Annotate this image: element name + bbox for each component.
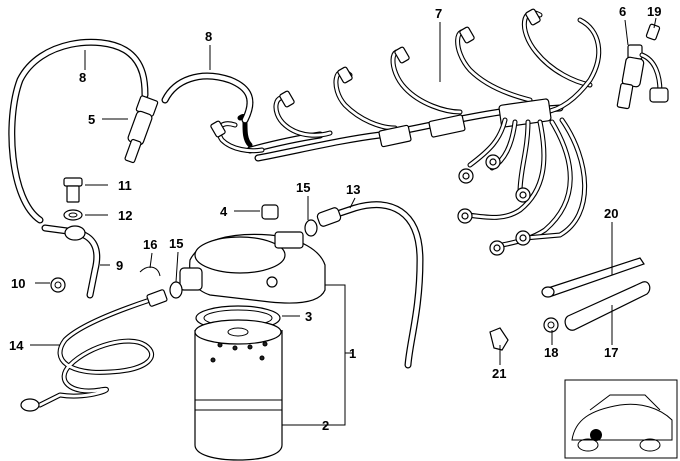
filter-cartridge xyxy=(194,319,283,461)
hollow-bolt xyxy=(63,177,83,203)
fuel-line-banjo xyxy=(41,224,101,299)
clip-16 xyxy=(139,266,161,277)
leak-off-hose-left xyxy=(8,38,149,224)
injector-right xyxy=(616,44,669,110)
callout-8-left: 8 xyxy=(79,70,86,85)
callout-4: 4 xyxy=(220,204,228,219)
clamp-18 xyxy=(543,317,559,333)
callout-17: 17 xyxy=(604,345,618,360)
location-marker xyxy=(590,429,602,441)
callout-10: 10 xyxy=(11,276,25,291)
callout-5: 5 xyxy=(88,112,95,127)
seal-ring-15-left xyxy=(169,281,183,299)
fuel-filter-housing xyxy=(179,204,326,304)
protective-sleeve xyxy=(564,281,651,331)
callout-9: 9 xyxy=(116,258,123,273)
callout-labels: 1 2 3 4 5 6 7 8 8 9 10 11 12 13 14 15 15… xyxy=(9,4,661,433)
callout-3: 3 xyxy=(305,309,312,324)
injection-line-harness xyxy=(210,8,602,256)
callout-12: 12 xyxy=(118,208,132,223)
fuel-line-coil xyxy=(20,289,168,412)
callout-18: 18 xyxy=(544,345,558,360)
callout-11: 11 xyxy=(118,178,132,193)
callout-1: 1 xyxy=(349,346,356,361)
callout-2: 2 xyxy=(322,418,329,433)
callout-21: 21 xyxy=(492,366,506,381)
seal-ring xyxy=(63,209,83,221)
leak-off-hose-middle xyxy=(161,72,254,124)
bleed-screw xyxy=(645,23,661,41)
callout-15-left: 15 xyxy=(169,236,183,251)
callout-8-middle: 8 xyxy=(205,29,212,44)
leader-lines xyxy=(30,17,657,426)
fuel-hose-13 xyxy=(304,201,424,369)
hose-clamp-10 xyxy=(50,277,66,293)
callout-6: 6 xyxy=(619,4,626,19)
callout-16: 16 xyxy=(143,237,157,252)
cable-tie xyxy=(541,257,645,298)
callout-20: 20 xyxy=(604,206,618,221)
callout-15-right: 15 xyxy=(296,180,310,195)
callout-14: 14 xyxy=(9,338,24,353)
holder-21 xyxy=(489,327,509,351)
injector-left xyxy=(124,95,159,164)
callout-19: 19 xyxy=(647,4,661,19)
car-location-inset xyxy=(564,379,678,459)
callout-13: 13 xyxy=(346,182,360,197)
callout-7: 7 xyxy=(435,6,442,21)
